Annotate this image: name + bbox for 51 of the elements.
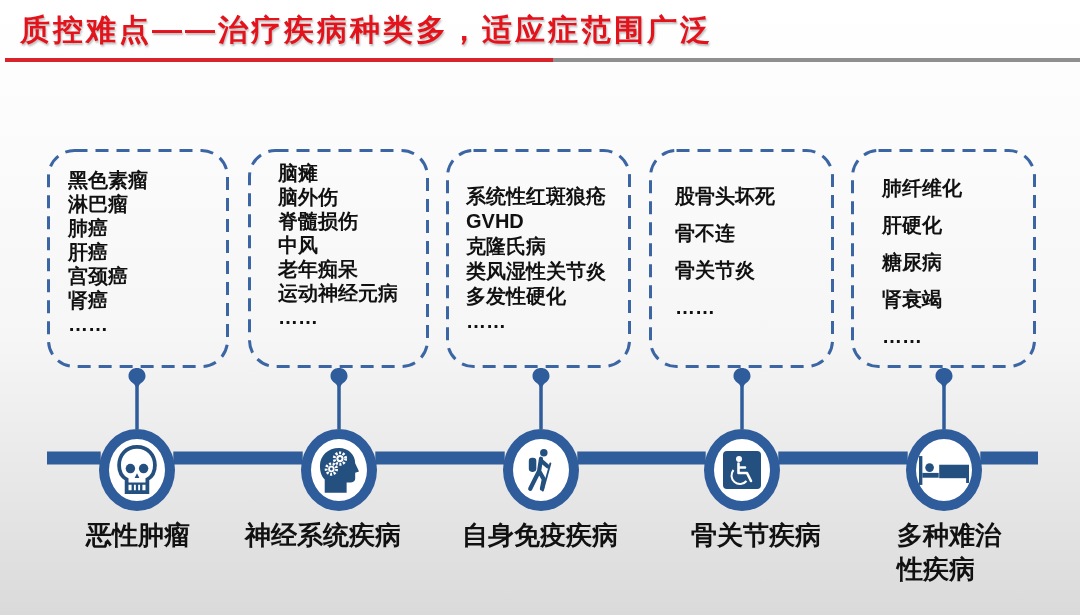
disease-item: ……: [278, 305, 318, 329]
disease-item: 类风湿性关节炎: [466, 258, 606, 284]
disease-item: 克隆氏病: [466, 233, 546, 259]
timeline-bar: [375, 451, 505, 465]
disease-item: 老年痴呆: [278, 257, 358, 281]
disease-item: 脑外伤: [278, 185, 338, 209]
timeline-bar: [577, 451, 706, 465]
pin-connector: [532, 368, 550, 429]
slide-title: 质控难点——治疗疾病种类多，适应症范围广泛: [20, 12, 713, 48]
disease-item: 黑色素瘤: [68, 168, 148, 192]
disease-item: ……: [675, 294, 715, 320]
category-label: 多种难治性疾病: [897, 519, 1003, 586]
disease-item: ……: [68, 312, 108, 336]
pin-connector: [128, 368, 146, 429]
category-label: 骨关节疾病: [691, 519, 821, 552]
disease-item: 肺纤维化: [882, 175, 962, 201]
disease-item: GVHD: [466, 208, 524, 234]
timeline-bar: [778, 451, 908, 465]
disease-item: 肾衰竭: [882, 286, 942, 312]
disease-item: 宫颈癌: [68, 264, 128, 288]
dashed-panel: [47, 149, 229, 368]
timeline-bar: [47, 451, 101, 465]
category-label: 神经系统疾病: [245, 519, 401, 552]
disease-item: 系统性红斑狼疮: [466, 183, 606, 209]
category-label: 恶性肿瘤: [86, 519, 190, 552]
dashed-panel: [649, 149, 834, 368]
dashed-panel: [446, 149, 631, 368]
disease-item: 肝硬化: [882, 212, 942, 238]
disease-item: 肺癌: [68, 216, 108, 240]
disease-item: 骨不连: [675, 220, 735, 246]
disease-item: 糖尿病: [882, 249, 942, 275]
disease-item: 肾癌: [68, 288, 108, 312]
disease-item: 脑瘫: [278, 161, 318, 185]
pin-connector: [330, 368, 348, 429]
disease-item: 多发性硬化: [466, 283, 566, 309]
disease-item: 股骨头坏死: [675, 183, 775, 209]
disease-item: 肝癌: [68, 240, 108, 264]
category-label: 自身免疫疾病: [462, 519, 618, 552]
disease-item: 中风: [278, 233, 318, 257]
disease-item: 脊髓损伤: [278, 209, 358, 233]
timeline-bar: [173, 451, 303, 465]
timeline-bar: [980, 451, 1038, 465]
dashed-panel: [851, 149, 1036, 368]
disease-item: 淋巴瘤: [68, 192, 128, 216]
disease-item: 骨关节炎: [675, 257, 755, 283]
pin-connector: [935, 368, 953, 429]
pin-connector: [733, 368, 751, 429]
disease-item: ……: [466, 308, 506, 334]
disease-item: ……: [882, 323, 922, 349]
dashed-panel: [248, 149, 429, 368]
disease-item: 运动神经元病: [278, 281, 398, 305]
